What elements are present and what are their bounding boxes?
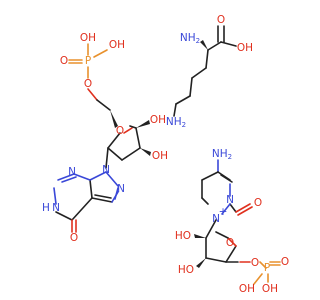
atom-label-o: O [254, 197, 262, 209]
bond [191, 67, 207, 79]
atom-label-n: N [52, 202, 60, 214]
atom-label-n: N [226, 194, 234, 206]
bond [129, 125, 137, 129]
bond [220, 41, 237, 47]
bond [53, 187, 57, 205]
bond [114, 187, 119, 200]
atom-label-n: N [102, 164, 110, 176]
atom-label-o: O [217, 14, 225, 26]
atom-label-oh: OH [150, 114, 166, 126]
atom-label-oh: OH [80, 32, 96, 44]
wedge-bond [140, 148, 151, 156]
bond [55, 211, 73, 221]
bond [96, 99, 111, 111]
bond [205, 257, 227, 263]
bond [121, 147, 141, 161]
bond [207, 41, 222, 51]
bond [107, 147, 123, 161]
wedge-bond [110, 110, 118, 128]
wedge-bond [136, 120, 150, 128]
cytidine-monophosphate [194, 159, 281, 285]
bond [259, 261, 267, 269]
atom-label-n: N [212, 213, 220, 225]
atom-label-p: P [264, 262, 270, 274]
inosine-monophosphate [53, 43, 151, 233]
atom-label-nh2: NH2 [166, 116, 186, 129]
bond [89, 171, 107, 181]
atom-label-nh: NH [166, 116, 182, 128]
atom-label-ho: HO [178, 264, 194, 276]
bond [71, 197, 93, 221]
atom-label-oh: OH [152, 150, 168, 162]
structure-canvas: OH OH P O O O OH OH N N N N H O NH2 O OH… [42, 14, 289, 295]
bond [91, 197, 113, 203]
bond [225, 245, 237, 263]
bond [205, 49, 209, 69]
atom-label-nh2: NH2 [212, 148, 232, 161]
bond [89, 179, 93, 199]
bond [220, 174, 233, 183]
atom-label-oh: OH [239, 283, 255, 295]
atom-label-nh: NH [212, 148, 228, 160]
bond [235, 203, 251, 213]
atom-label-oh: OH [109, 39, 125, 51]
lysine [173, 25, 237, 117]
wedge-bond [196, 258, 206, 268]
bond [201, 197, 209, 205]
wedge-bond [194, 234, 206, 238]
bond [94, 194, 112, 199]
bond [221, 203, 231, 215]
bond [227, 237, 237, 247]
atom-label-n: N [117, 183, 125, 195]
subscript: 2 [196, 37, 200, 45]
atom-label-nh2: NH2 [180, 32, 200, 45]
bond [105, 171, 119, 187]
atom-label-o: O [60, 55, 68, 67]
atom-label-oh: OH [262, 283, 278, 295]
bond [73, 173, 91, 181]
bond [253, 273, 263, 285]
bond [123, 127, 133, 134]
atom-label-n: N [68, 166, 76, 178]
atom-label-ring-o: O [116, 125, 124, 137]
bond [87, 88, 98, 101]
bond [105, 147, 109, 169]
bond [215, 231, 229, 239]
atom-label-o: O [84, 78, 92, 90]
subscript: 2 [228, 153, 232, 161]
subscript: 2 [182, 121, 186, 129]
atom-label-ring-o: O [226, 237, 234, 249]
bond [93, 49, 108, 58]
bond [173, 103, 177, 117]
atom-label-o: O [70, 232, 78, 244]
bond [229, 203, 237, 213]
atom-label-o: O [281, 256, 289, 268]
atom-label-o: O [251, 257, 259, 269]
bond [237, 206, 253, 216]
atom-label-oh: OH [237, 42, 253, 54]
bond [175, 95, 191, 105]
bond [57, 173, 75, 181]
atom-label-nh: NH [180, 32, 196, 44]
bond [135, 127, 141, 149]
bond [189, 77, 193, 97]
charge-label: + [219, 206, 228, 218]
bond [205, 219, 217, 239]
bond [201, 171, 219, 181]
bond [107, 132, 121, 149]
atom-label-ho: HO [175, 230, 191, 242]
bond [61, 176, 77, 183]
chemical-structure-diagram: OH OH P O O O OH OH N N N N H O NH2 O OH… [42, 14, 289, 295]
atom-label-h: H [42, 202, 50, 214]
wedge-bond [200, 40, 208, 50]
atom-label-p: P [85, 55, 91, 67]
